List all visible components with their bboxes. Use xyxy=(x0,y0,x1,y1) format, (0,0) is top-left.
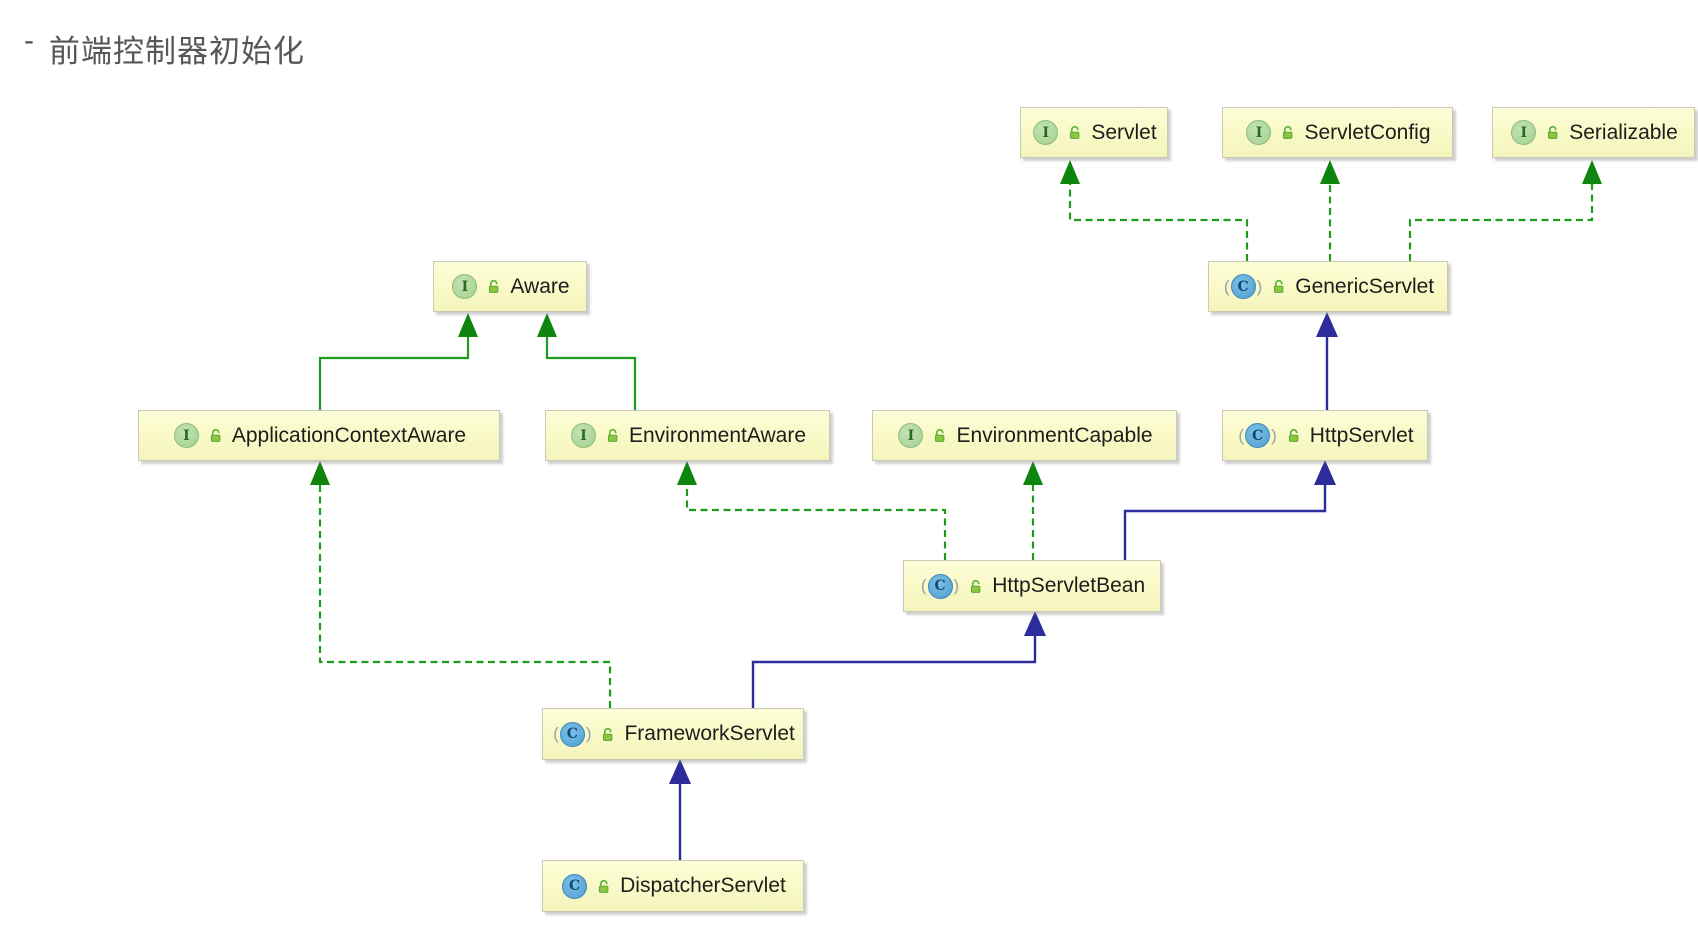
edge-frameworkservlet-implements-aca xyxy=(318,485,612,708)
class-node-serializable[interactable]: I Serializable xyxy=(1492,107,1695,158)
edge-aca-extends-aware xyxy=(318,337,470,410)
public-lock-icon xyxy=(603,727,613,741)
arrowhead-to-servlet xyxy=(1060,160,1080,184)
public-lock-icon xyxy=(489,279,499,293)
arrowhead-to-environmentaware xyxy=(677,461,697,485)
public-lock-icon xyxy=(1283,125,1293,139)
abstract-class-icon: C xyxy=(553,721,591,747)
list-bullet: - xyxy=(24,24,35,57)
class-node-httpservlet[interactable]: C HttpServlet xyxy=(1222,410,1428,461)
arrowhead-to-aca xyxy=(310,461,330,485)
public-lock-icon xyxy=(1288,428,1299,442)
edge-frameworkservlet-extends-httpservletbean xyxy=(751,636,1037,708)
interface-icon: I xyxy=(1511,120,1537,145)
public-lock-icon xyxy=(1274,279,1284,293)
interface-icon: I xyxy=(452,274,478,299)
arrowhead-to-servletconfig xyxy=(1320,160,1340,184)
class-node-httpservletbean[interactable]: C HttpServletBean xyxy=(903,560,1161,612)
class-name-label: ServletConfig xyxy=(1304,120,1431,144)
public-lock-icon xyxy=(1070,125,1080,139)
interface-icon: I xyxy=(898,423,924,448)
class-node-aware[interactable]: I Aware xyxy=(433,261,587,312)
arrowhead-to-frameworkservlet xyxy=(669,759,691,784)
class-name-label: FrameworkServlet xyxy=(624,722,795,745)
class-node-dispatcherservlet[interactable]: C DispatcherServlet xyxy=(542,860,804,912)
class-node-frameworkservlet[interactable]: C FrameworkServlet xyxy=(542,708,804,760)
class-node-applicationcontextaware[interactable]: I ApplicationContextAware xyxy=(138,410,500,461)
public-lock-icon xyxy=(935,428,945,442)
public-lock-icon xyxy=(599,879,609,893)
arrowhead-aca-aware xyxy=(458,313,478,337)
class-name-label: HttpServletBean xyxy=(992,574,1146,597)
abstract-class-icon: C xyxy=(921,573,959,599)
class-name-label: Serializable xyxy=(1569,120,1678,144)
arrowhead-ea-aware xyxy=(537,313,557,337)
class-node-environmentcapable[interactable]: I EnvironmentCapable xyxy=(872,410,1177,461)
arrowhead-to-genericservlet xyxy=(1316,312,1338,337)
class-name-label: ApplicationContextAware xyxy=(231,423,467,447)
class-icon: C xyxy=(562,873,588,899)
interface-icon: I xyxy=(1033,120,1059,145)
arrowhead-to-httpservlet xyxy=(1314,460,1336,485)
class-name-label: EnvironmentCapable xyxy=(956,423,1153,447)
class-name-label: EnvironmentAware xyxy=(628,423,807,447)
abstract-class-icon: C xyxy=(1238,423,1276,448)
class-node-servlet[interactable]: I Servlet xyxy=(1020,107,1168,158)
public-lock-icon xyxy=(1548,125,1558,139)
public-lock-icon xyxy=(607,428,618,442)
public-lock-icon xyxy=(971,579,981,593)
abstract-class-icon: C xyxy=(1224,274,1262,299)
interface-icon: I xyxy=(570,423,596,448)
edge-httpservletbean-extends-httpservlet xyxy=(1123,484,1327,560)
class-name-label: GenericServlet xyxy=(1295,274,1435,298)
interface-icon: I xyxy=(1246,120,1272,145)
edge-httpservletbean-implements-environmentaware xyxy=(685,485,947,560)
class-name-label: HttpServlet xyxy=(1309,423,1414,447)
class-name-label: DispatcherServlet xyxy=(620,874,786,897)
class-name-label: Servlet xyxy=(1091,120,1157,144)
public-lock-icon xyxy=(210,428,221,442)
page-title-text: 前端控制器初始化 xyxy=(49,34,305,69)
edge-ea-extends-aware xyxy=(545,337,637,410)
class-node-environmentaware[interactable]: I EnvironmentAware xyxy=(545,410,830,461)
interface-icon: I xyxy=(173,423,199,448)
arrowhead-to-environmentcapable xyxy=(1023,461,1043,485)
arrowhead-to-httpservletbean xyxy=(1024,611,1046,636)
class-name-label: Aware xyxy=(510,274,570,298)
page-title: - 前端控制器初始化 xyxy=(24,24,305,71)
class-node-servletconfig[interactable]: I ServletConfig xyxy=(1222,107,1453,158)
edge-genericservlet-implements-servlet xyxy=(1068,184,1249,261)
arrowhead-to-serializable xyxy=(1582,160,1602,184)
class-node-genericservlet[interactable]: C GenericServlet xyxy=(1208,261,1448,312)
edge-genericservlet-implements-serializable xyxy=(1408,184,1594,261)
